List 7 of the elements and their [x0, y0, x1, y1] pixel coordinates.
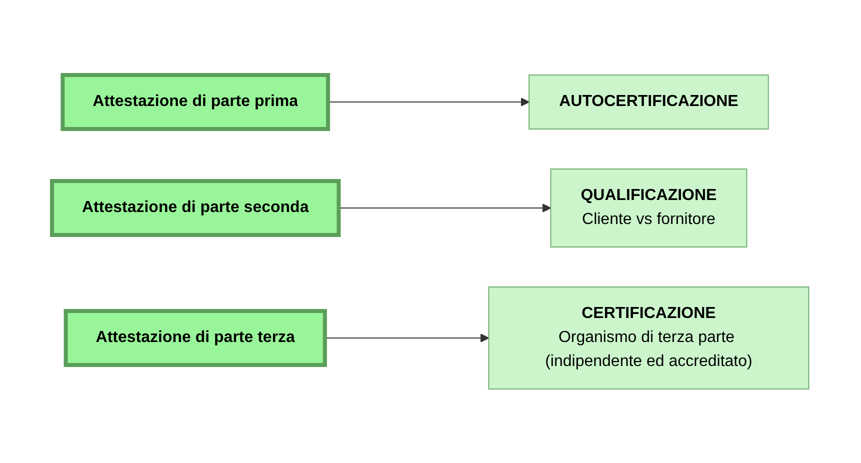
node-box: Attestazione di parte prima [60, 72, 330, 130]
arrow [324, 333, 490, 342]
node-box: QUALIFICAZIONE Cliente vs fornitore [550, 168, 748, 247]
node-box: Attestazione di parte seconda [50, 178, 341, 236]
node-box: Attestazione di parte terza [64, 308, 328, 366]
node-box: CERTIFICAZIONE Organismo di terza parte (indipendente ed accreditato) [488, 286, 810, 389]
node-box: AUTOCERTIFICAZIONE [528, 74, 769, 129]
